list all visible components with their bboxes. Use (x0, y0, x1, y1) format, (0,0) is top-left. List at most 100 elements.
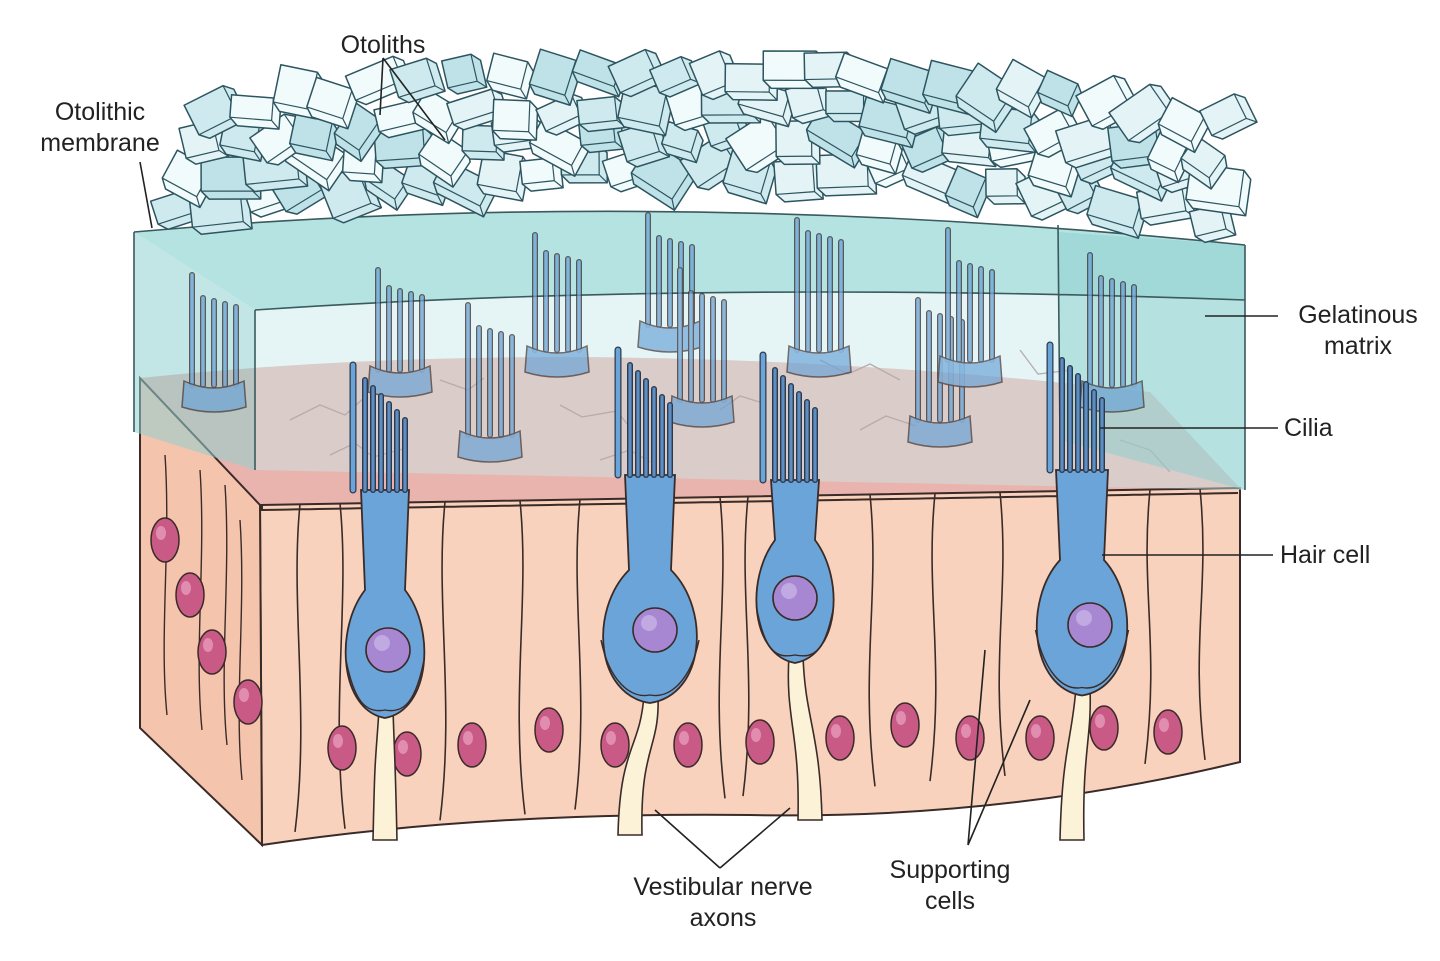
cilia-bundle (786, 217, 852, 378)
supporting-cell-wall-side (238, 519, 243, 781)
hair-cell (600, 346, 700, 836)
supporting-cell-nucleus-highlight (896, 711, 906, 725)
otolith-crystal (306, 76, 359, 130)
crystal-edge (229, 97, 280, 130)
supporting-cell-wall (868, 494, 876, 787)
hair-cell-body (755, 479, 835, 664)
supporting-cell-nuclei (150, 517, 1183, 777)
supporting-cell-nucleus (197, 629, 227, 675)
cilia-bundle (367, 267, 433, 398)
supporting-cell-nucleus-highlight (831, 724, 841, 738)
crystal-edge (617, 88, 668, 136)
otolith-crystal (1036, 69, 1083, 118)
supporting-cell-nucleus-highlight (239, 688, 249, 702)
hair-cell-nucleus (365, 627, 411, 673)
supporting-cell-wall-side (163, 454, 168, 716)
leader-otoliths (379, 57, 446, 141)
supporting-cell-nucleus (392, 731, 422, 777)
otolith-crystal (389, 57, 446, 104)
crystal-edge (1147, 139, 1191, 183)
label-otoliths: Otoliths (340, 31, 426, 59)
vestibular-nerve-axon (1059, 686, 1092, 841)
leader-supporting-cells (967, 649, 1031, 846)
otolith-crystal (660, 120, 704, 164)
supporting-cell-nucleus-highlight (1031, 724, 1041, 738)
supporting-cell-wall (718, 497, 726, 799)
supporting-cell-nucleus (1089, 705, 1119, 751)
supporting-cell-walls (163, 454, 1206, 833)
crystal-edge (776, 159, 824, 200)
cilia-base (937, 354, 1003, 388)
hair-cell-nucleus-highlight (1076, 610, 1092, 626)
cilia-bundle (669, 267, 735, 428)
supporting-cell-wall (998, 492, 1006, 777)
hair-cell-nucleus-highlight (641, 615, 657, 631)
label-gelatinous-matrix-line2: matrix (1323, 332, 1393, 360)
otolith-crystal (476, 148, 530, 202)
otolith-crystal (491, 98, 539, 141)
supporting-cell-nucleus-highlight (181, 581, 191, 595)
cilia-base (457, 429, 523, 463)
crystal-edge (418, 150, 469, 188)
supporting-cell-nucleus (534, 707, 564, 753)
crystal-edge (945, 177, 987, 218)
cilia-base (786, 344, 852, 378)
vestibular-nerve-axon (372, 709, 398, 841)
label-vestibular-line1: Vestibular nerve (633, 873, 813, 901)
crystal-edge (447, 54, 488, 89)
crystal-edge (722, 160, 772, 205)
membrane-outline (133, 210, 1246, 490)
supporting-cell-nucleus (890, 702, 920, 748)
embedded-cilia-bundles (181, 212, 1145, 463)
cilia-base (669, 394, 735, 428)
label-otolithic-membrane-line2: membrane (40, 129, 160, 157)
otolith-crystal (984, 168, 1027, 205)
supporting-cell-nucleus-highlight (156, 526, 166, 540)
label-supporting-cells: Supporting cells (870, 855, 1030, 917)
supporting-cell-nucleus (673, 722, 703, 768)
supporting-cell-wall (518, 500, 526, 815)
label-otolithic-membrane: Otolithic membrane (20, 97, 180, 159)
crystal-edge (283, 149, 346, 191)
crystal-edge (1180, 155, 1226, 190)
supporting-cell-wall-side (223, 484, 228, 746)
nerve-ending (1034, 629, 1130, 689)
supporting-cell-nucleus-highlight (751, 728, 761, 742)
supporting-cell-nucleus (600, 722, 630, 768)
crystal-edge (529, 140, 586, 177)
supporting-cell-wall (1144, 489, 1152, 765)
supporting-cell-wall (574, 499, 582, 810)
crystal-edge (1086, 199, 1143, 239)
cilia-bundle (637, 212, 703, 353)
supporting-cell-nucleus-highlight (679, 731, 689, 745)
supporting-cell-nucleus-highlight (398, 740, 408, 754)
supporting-cell-nucleus (233, 679, 263, 725)
supporting-cell-wall (294, 504, 302, 833)
supporting-cell-nucleus (955, 715, 985, 761)
supporting-cell-nucleus (825, 715, 855, 761)
leader-otolithic-membrane (139, 161, 153, 229)
cilia-bundle (937, 227, 1003, 388)
label-gelatinous-matrix-line1: Gelatinous (1298, 301, 1418, 329)
supporting-cell-nucleus (150, 517, 180, 563)
label-hair-cell: Hair cell (1280, 541, 1371, 569)
hair-cell-body (602, 474, 698, 704)
crystal-face (1198, 93, 1258, 140)
supporting-cell-nucleus (1025, 715, 1055, 761)
nerve-ending (345, 659, 425, 712)
crystal-edge (979, 111, 1037, 153)
crystal-edge (1185, 170, 1247, 217)
supporting-cell-nucleus-highlight (203, 638, 213, 652)
crystal-edge (289, 121, 333, 162)
hair-cell-nucleus-highlight (781, 583, 797, 599)
crystal-edge (333, 119, 381, 162)
crystal-face (440, 53, 488, 95)
vestibular-nerve-axon (617, 694, 659, 836)
crystal-edge (1037, 83, 1079, 117)
hair-cell-nucleus (1067, 602, 1113, 648)
crystal-edge (630, 167, 693, 211)
supporting-cell-nucleus (175, 572, 205, 618)
cilia-bundle (524, 232, 590, 378)
label-gelatinous-matrix: Gelatinous matrix (1278, 300, 1438, 362)
supporting-cell-nucleus (457, 722, 487, 768)
